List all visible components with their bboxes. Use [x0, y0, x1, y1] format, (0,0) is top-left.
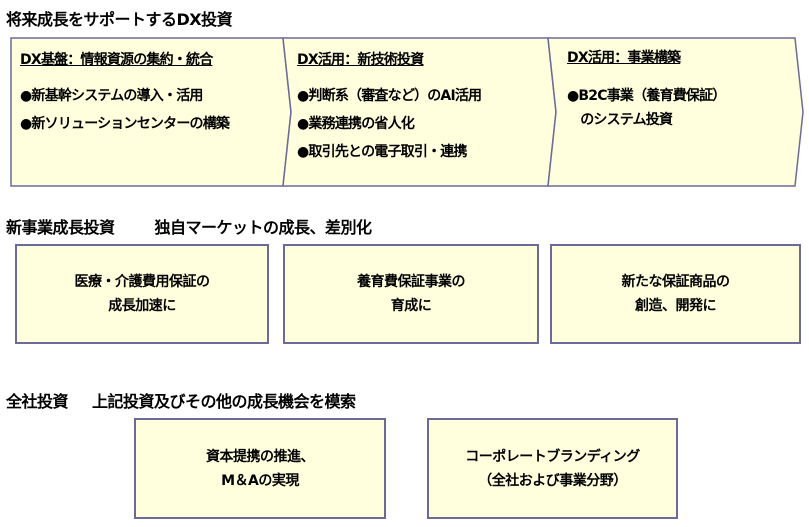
list-item: のシステム投資	[567, 112, 673, 128]
section-title: 新事業成長投資	[6, 218, 115, 237]
dx-column-1: DX基盤：情報資源の集約・統合 ●新基幹システムの導入・活用 ●新ソリューション…	[20, 46, 230, 138]
company-box-ma: 資本提携の推進、 M＆Aの実現	[134, 418, 386, 519]
dx-heading: DX基盤：情報資源の集約・統合	[20, 52, 213, 68]
box-line: M＆Aの実現	[221, 472, 299, 489]
list-item: ●新ソリューションセンターの構築	[20, 116, 230, 132]
chevron-3	[547, 37, 804, 187]
dx-heading: DX活用：事業構築	[567, 50, 681, 66]
dx-column-3: DX活用：事業構築 ●B2C事業（養育費保証） のシステム投資	[567, 46, 726, 132]
section-title: 全社投資	[6, 392, 69, 411]
list-item: ●取引先との電子取引・連携	[297, 144, 467, 160]
section-subtitle: 上記投資及びその他の成長機会を模索	[92, 392, 356, 411]
dx-column-2: DX活用：新技術投資 ●判断系（審査など）のAI活用 ●業務連携の省人化 ●取引…	[297, 46, 482, 166]
box-line: コーポレートブランディング	[465, 448, 640, 465]
company-box-branding: コーポレートブランディング （全社および事業分野）	[427, 418, 678, 519]
new-business-box-medical: 医療・介護費用保証の成長加速に	[15, 244, 269, 344]
new-business-box-child-support: 養育費保証事業の育成に	[283, 244, 539, 344]
box-line: 資本提携の推進、	[206, 448, 315, 465]
box-line: 成長加速に	[108, 298, 176, 314]
list-item: ●業務連携の省人化	[297, 116, 415, 132]
list-item: ●判断系（審査など）のAI活用	[297, 88, 482, 104]
dx-chevrons	[10, 37, 804, 187]
new-business-heading: 新事業成長投資 独自マーケットの成長、差別化	[6, 214, 372, 238]
new-business-box-new-products: 新たな保証商品の創造、開発に	[550, 244, 801, 344]
box-line: （全社および事業分野）	[478, 472, 627, 489]
list-item: ●新基幹システムの導入・活用	[20, 88, 203, 104]
list-item: ●B2C事業（養育費保証）	[567, 88, 726, 104]
box-line: 養育費保証事業の	[357, 274, 466, 290]
dx-heading: DX活用：新技術投資	[297, 52, 424, 68]
company-heading: 全社投資 上記投資及びその他の成長機会を模索	[6, 388, 356, 412]
box-line: 育成に	[390, 298, 432, 314]
box-line: 創造、開発に	[635, 298, 717, 314]
box-line: 新たな保証商品の	[621, 274, 731, 290]
section-subtitle: 独自マーケットの成長、差別化	[154, 218, 373, 237]
box-line: 医療・介護費用保証の	[74, 274, 211, 290]
page-title: 将来成長をサポートするDX投資	[6, 10, 233, 29]
